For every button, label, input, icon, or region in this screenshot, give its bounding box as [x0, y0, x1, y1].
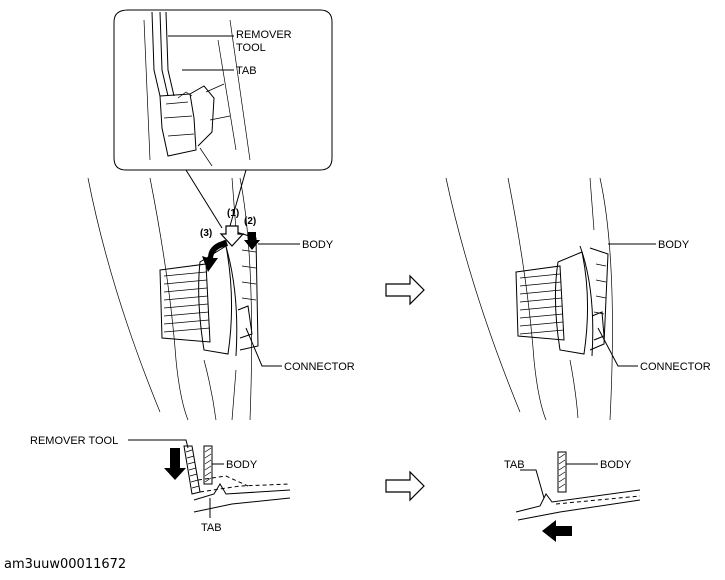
step1-arrow-icon: [219, 225, 245, 247]
transition-arrow-bottom-icon: [385, 470, 425, 502]
step-2-label: (2): [244, 216, 256, 227]
push-down-arrow-icon: [164, 448, 186, 480]
left-connector-view: (1) (2) (3) BODY CONNECTOR: [87, 177, 355, 421]
step3-arrow-icon: [202, 240, 228, 272]
step-3-label: (3): [200, 228, 212, 239]
label-tab-bottom-left: TAB: [201, 522, 222, 534]
label-connector-left: CONNECTOR: [284, 361, 355, 373]
label-tab-zoom: TAB: [236, 65, 257, 77]
bottom-left-section: REMOVER TOOL BODY TAB: [30, 435, 291, 534]
right-connector-view: BODY CONNECTOR: [445, 177, 711, 421]
image-code: am3uuw00011672: [4, 557, 127, 572]
transition-arrow-top-icon: [385, 274, 425, 306]
zoom-detail-panel: REMOVER TOOL TAB: [113, 9, 333, 229]
label-body-left: BODY: [302, 239, 334, 251]
step-1-label: (1): [227, 208, 239, 219]
label-remover-tool-line1: REMOVER: [236, 29, 292, 41]
label-connector-right: CONNECTOR: [640, 361, 711, 373]
bottom-right-section: TAB BODY: [504, 451, 641, 542]
label-body-bottom-left: BODY: [226, 459, 258, 471]
label-tab-bottom-right: TAB: [504, 459, 525, 471]
label-body-right: BODY: [658, 239, 690, 251]
step2-arrow-icon: [244, 232, 260, 250]
label-remover-tool-line2: TOOL: [236, 42, 266, 54]
label-remover-tool-bottom: REMOVER TOOL: [30, 435, 118, 447]
label-body-bottom-right: BODY: [600, 459, 632, 471]
pull-left-arrow-icon: [542, 520, 572, 542]
